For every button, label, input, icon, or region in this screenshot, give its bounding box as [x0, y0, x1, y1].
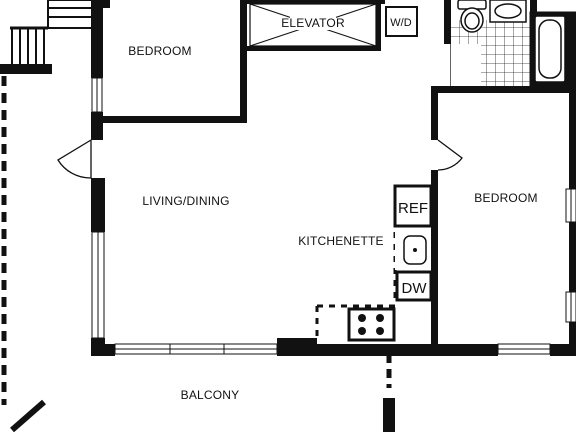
elevator-label: ELEVATOR: [281, 16, 345, 30]
windows: [91, 77, 576, 355]
kitchenette-counter: [315, 184, 433, 342]
kitchenette-label: KITCHENETTE: [298, 234, 384, 248]
toilet-icon: [457, 0, 487, 33]
refrigerator-label: REF: [398, 200, 428, 217]
sink-icon: [489, 0, 527, 23]
bathroom: [451, 0, 576, 87]
dishwasher-label: DW: [402, 280, 428, 297]
stairs: [0, 0, 93, 74]
living-dining-label: LIVING/DINING: [142, 194, 229, 208]
walls: [91, 0, 576, 356]
bedroom-label: BEDROOM: [128, 44, 191, 58]
bathtub-icon: [529, 11, 576, 87]
bedroom-2-label: BEDROOM: [474, 191, 537, 205]
doors: [57, 43, 479, 179]
washer-dryer-label: W/D: [390, 17, 411, 29]
balcony-label: BALCONY: [181, 388, 240, 402]
stove-icon: [347, 307, 396, 342]
elevator: [249, 3, 377, 47]
washer-dryer: [385, 6, 418, 37]
balcony-railing: [1, 76, 395, 432]
